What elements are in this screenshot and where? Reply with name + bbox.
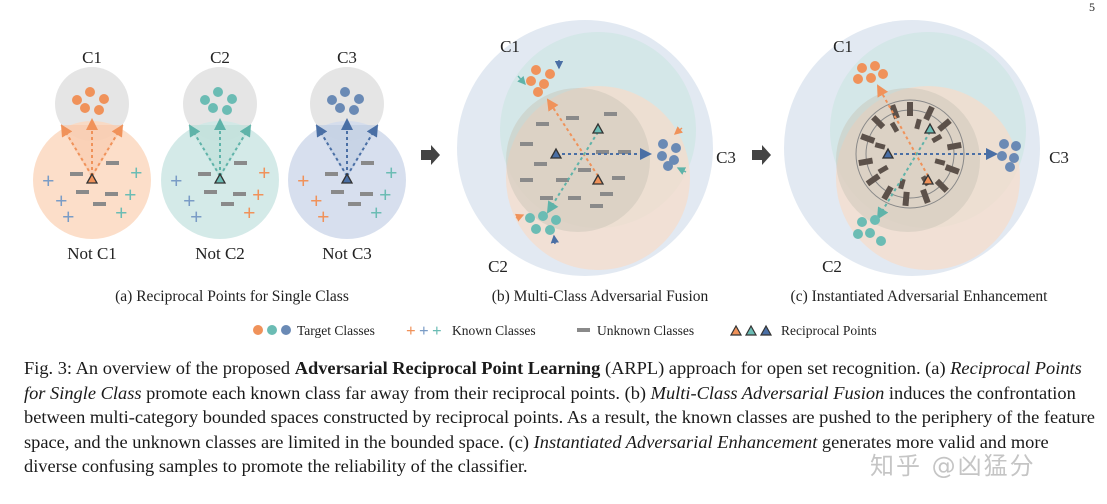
svg-text:+: + <box>190 204 203 229</box>
svg-text:+: + <box>252 182 265 207</box>
legend: Target Classes +++ Known Classes Unknown… <box>253 321 877 340</box>
svg-text:+: + <box>55 188 68 213</box>
caption-method-name: Adversarial Reciprocal Point Learning <box>294 358 601 378</box>
panel-a-c1: +++ +++ <box>33 67 151 239</box>
caption-part-b-text: induces the confrontation between multi-… <box>24 382 1095 452</box>
legend-known-classes: +++ Known Classes <box>406 321 536 340</box>
panel-a-label-c1: C1 <box>82 48 102 67</box>
panel-c-label-c2: C2 <box>822 257 842 276</box>
panel-a-label-not-c2: Not C2 <box>195 244 245 263</box>
svg-text:+: + <box>42 168 55 193</box>
figure-caption: Fig. 3: An overview of the proposed Adve… <box>24 356 1102 479</box>
svg-text:+: + <box>370 200 383 225</box>
svg-text:+: + <box>62 204 75 229</box>
figure: +++ +++ +++ <box>33 20 1069 340</box>
panel-c: C1 C2 C3 (c) Instantiated Adversarial En… <box>784 20 1069 305</box>
svg-text:+: + <box>243 200 256 225</box>
caption-part-c-title: Instantiated Adversarial Enhancement <box>533 431 818 452</box>
panel-a-label-not-c1: Not C1 <box>67 244 117 263</box>
panel-c-label-c3: C3 <box>1049 148 1069 167</box>
legend-target-classes: Target Classes <box>253 323 375 338</box>
caption-fig-label: Fig. 3: An overview of the proposed <box>24 358 295 378</box>
svg-text:+: + <box>297 168 310 193</box>
panel-c-label-c1: C1 <box>833 37 853 56</box>
svg-text:+: + <box>406 321 416 340</box>
legend-label-reciprocal: Reciprocal Points <box>781 323 877 338</box>
svg-text:+: + <box>115 200 128 225</box>
svg-text:+: + <box>258 160 271 185</box>
panel-a-label-c3: C3 <box>337 48 357 67</box>
panel-b-label-c2: C2 <box>488 257 508 276</box>
legend-reciprocal-points: Reciprocal Points <box>729 323 877 338</box>
panel-a: +++ +++ +++ <box>33 48 406 305</box>
panel-a-subcaption: (a) Reciprocal Points for Single Class <box>115 288 349 305</box>
legend-unknown-classes: Unknown Classes <box>577 323 694 338</box>
arrow-a-to-b <box>421 145 440 165</box>
svg-text:+: + <box>432 321 442 340</box>
svg-text:+: + <box>130 160 143 185</box>
panel-b-label-c1: C1 <box>500 37 520 56</box>
panel-a-c3: +++ +++ <box>288 67 406 239</box>
svg-text:+: + <box>124 182 137 207</box>
page-number: 5 <box>1089 0 1095 14</box>
legend-label-target: Target Classes <box>297 323 375 338</box>
panel-c-subcaption: (c) Instantiated Adversarial Enhancement <box>791 288 1049 305</box>
legend-label-unknown: Unknown Classes <box>597 323 694 338</box>
legend-label-known: Known Classes <box>452 323 536 338</box>
svg-text:+: + <box>379 182 392 207</box>
svg-text:+: + <box>183 188 196 213</box>
caption-part-b-title: Multi-Class Adversarial Fusion <box>650 382 885 403</box>
panel-a-label-not-c3: Not C3 <box>322 244 372 263</box>
svg-text:+: + <box>317 204 330 229</box>
svg-text:+: + <box>310 188 323 213</box>
caption-after-method: (ARPL) approach for open set recognition… <box>600 358 951 378</box>
panel-a-c2: +++ +++ <box>161 67 279 239</box>
caption-part-c-text: generates more valid and more diverse co… <box>24 431 1049 477</box>
panel-b-label-c3: C3 <box>716 148 736 167</box>
svg-text:+: + <box>170 168 183 193</box>
caption-part-a-text: promote each known class far away from t… <box>141 382 651 403</box>
svg-text:+: + <box>419 321 429 340</box>
watermark: 知乎 @凶猛分 <box>870 452 1036 480</box>
panel-b-subcaption: (b) Multi-Class Adversarial Fusion <box>492 288 709 305</box>
svg-text:+: + <box>385 160 398 185</box>
panel-a-label-c2: C2 <box>210 48 230 67</box>
caption-part-a-title: Reciprocal Points for Single Class <box>24 358 1082 403</box>
arrow-b-to-c <box>752 145 771 165</box>
panel-b: C1 C2 C3 (b) Multi-Class Adversarial Fus… <box>457 20 736 305</box>
